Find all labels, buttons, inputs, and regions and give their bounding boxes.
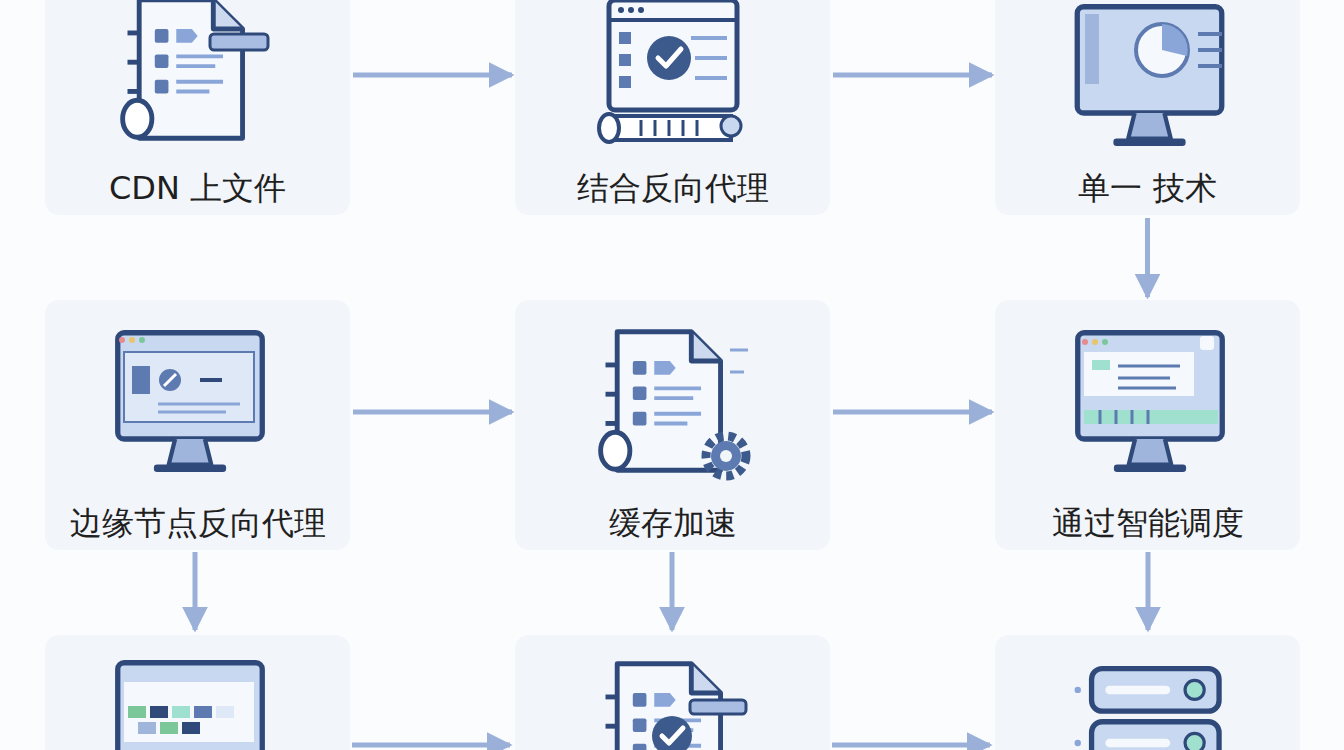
- browser-icon: [599, 0, 741, 142]
- arrow: [193, 552, 198, 630]
- monitor-icon: [118, 333, 263, 472]
- card-label: 边缘节点反向代理: [70, 504, 326, 542]
- arrow: [352, 743, 510, 748]
- flow-arrow: [833, 410, 992, 415]
- monitor-icon: [1077, 7, 1222, 146]
- card: [995, 0, 1300, 215]
- monitor-icon: [118, 663, 263, 750]
- document-gear-icon: [601, 332, 748, 476]
- card: [995, 300, 1300, 550]
- arrow: [1146, 552, 1151, 630]
- arrow: [670, 552, 675, 630]
- monitor-icon: [1078, 333, 1223, 472]
- process-card: 单一 技术: [995, 0, 1300, 215]
- flow-arrow: [833, 73, 992, 78]
- card: [45, 300, 350, 550]
- card: [515, 0, 830, 215]
- document-icon: [123, 0, 268, 138]
- card: [995, 635, 1300, 750]
- card-label: 单一 技术: [1078, 169, 1216, 207]
- card-label: 缓存加速: [609, 504, 737, 542]
- process-card: 通过智能调度: [995, 300, 1300, 550]
- card-grounds: [45, 0, 1300, 750]
- card-label: 通过智能调度: [1052, 504, 1244, 542]
- card-label: 结合反向代理: [577, 169, 769, 207]
- layout-arrows: [195, 552, 1148, 745]
- flow-arrow: [1145, 218, 1150, 297]
- arrow: [832, 743, 990, 748]
- card: [515, 300, 830, 550]
- process-card: 缓存加速: [515, 300, 830, 550]
- process-card: 结合反向代理: [515, 0, 830, 215]
- process-card: CDN 上文件: [45, 0, 350, 215]
- server-icon: [1075, 669, 1220, 750]
- document-check-icon: [601, 664, 746, 750]
- card-label: CDN 上文件: [109, 169, 286, 207]
- card: [45, 635, 350, 750]
- flow-arrow: [353, 73, 512, 78]
- process-card: 边缘节点反向代理: [45, 300, 350, 550]
- flow-arrow: [353, 410, 512, 415]
- card: [45, 0, 350, 215]
